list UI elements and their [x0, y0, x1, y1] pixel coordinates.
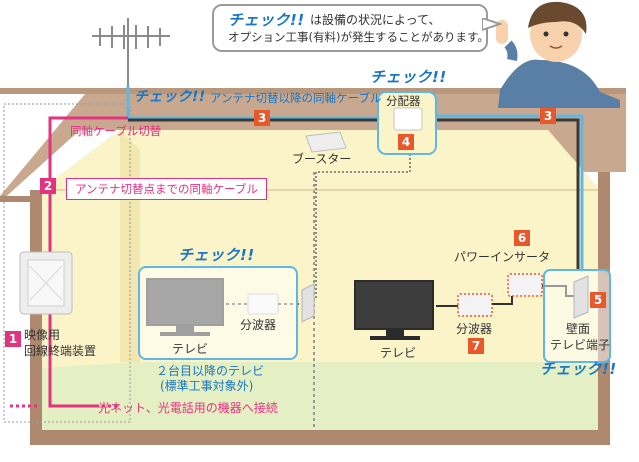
bubble-text-line2: オプション工事(有料)が発生することがあります。	[228, 30, 489, 44]
badge-5-wall-terminal: 5	[590, 292, 606, 308]
splitter-to-inserter-cable	[492, 296, 513, 305]
right-splitter-label: 分波器	[456, 322, 493, 336]
splitter-check-label: チェック!!	[370, 68, 447, 86]
tv-antenna	[92, 18, 170, 86]
wall-terminal-check-label: チェック!!	[540, 360, 617, 378]
speech-bubble	[212, 4, 488, 52]
left-wall-terminal	[301, 283, 315, 323]
wall-terminal-label-line1: 壁面	[566, 322, 591, 336]
second-tv-box	[138, 266, 298, 360]
distributor-label: 分配器	[386, 94, 421, 108]
antenna-check-label: チェック!!	[134, 89, 206, 105]
badge-1-onu: 1	[5, 331, 21, 347]
wall-terminal-label-line2: テレビ端子	[550, 338, 611, 352]
second-tv-check-label: チェック!!	[178, 246, 255, 264]
technician-illustration	[496, 1, 620, 108]
antenna-cable-before-label: アンテナ切替点までの同軸ケーブル	[66, 178, 267, 200]
right-room-tv	[354, 280, 434, 340]
bubble-check-label: チェック!!	[228, 11, 305, 29]
badge-3-left: 3	[254, 110, 270, 126]
right-wave-splitter	[457, 293, 493, 317]
power-inserter-device	[507, 273, 543, 297]
speech-bubble-tail	[482, 18, 502, 32]
antenna-cable-after-label: アンテナ切替以降の同軸ケーブル	[210, 91, 382, 105]
second-tv-note-line2: (標準工事対象外)	[160, 379, 254, 393]
outside-boundary	[3, 103, 131, 423]
left-tv-label: テレビ	[172, 342, 209, 356]
video-onu-device	[19, 251, 73, 315]
coax-switch-label: 同軸ケーブル切替	[70, 124, 162, 138]
left-splitter-label: 分波器	[240, 318, 277, 332]
right-tv-label: テレビ	[380, 346, 417, 360]
booster-device	[305, 131, 347, 153]
optical-connect-label: 光ネット、光電話用の機器へ接続	[98, 401, 278, 415]
booster-label: ブースター	[292, 152, 352, 166]
wall-tv-terminal	[573, 275, 589, 319]
badge-7-wave-splitter: 7	[468, 338, 484, 354]
second-tv-note-line1: ２台目以降のテレビ	[156, 364, 265, 378]
onu-label-line2: 回線終端装置	[24, 344, 97, 358]
badge-3-right: 3	[540, 108, 556, 124]
badge-2-cable: 2	[40, 178, 56, 194]
badge-4-distributor: 4	[398, 134, 414, 150]
badge-6-power-inserter: 6	[514, 230, 530, 246]
distributor-box	[377, 91, 437, 155]
bubble-text-line1: は設備の状況によって、	[310, 13, 441, 27]
power-inserter-label: パワーインサータ	[454, 250, 551, 264]
onu-label-line1: 映像用	[24, 328, 61, 342]
